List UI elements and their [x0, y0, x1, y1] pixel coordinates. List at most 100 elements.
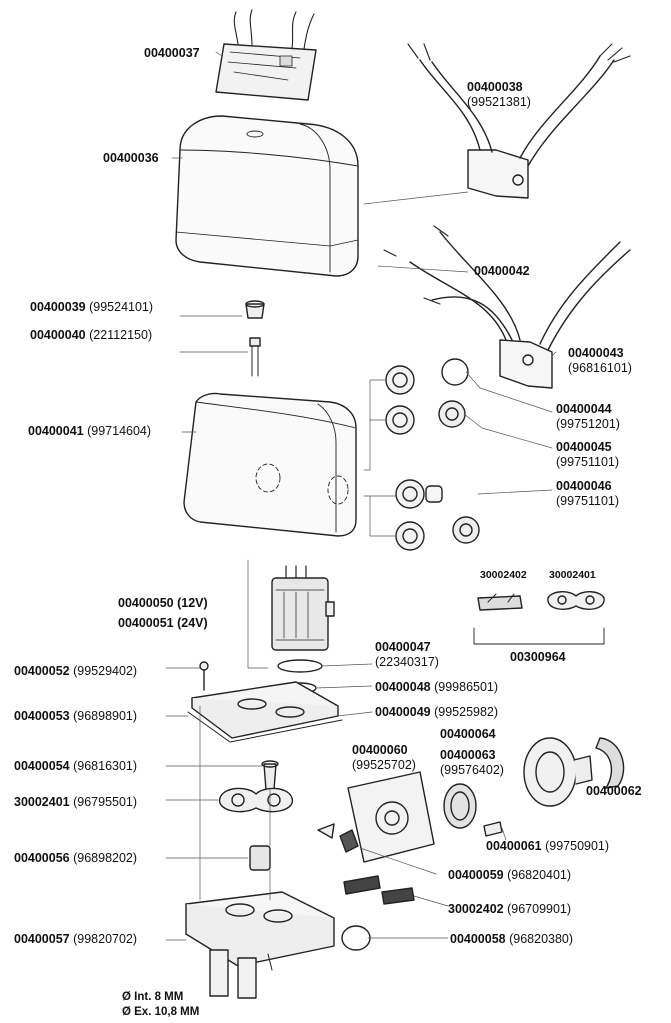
- part-code: 00300964: [510, 650, 566, 664]
- retaining-ring: [595, 737, 625, 789]
- part-code: 00400042: [474, 264, 530, 278]
- dimension-internal-text: Ø Int. 8 MM: [122, 991, 184, 1003]
- part-code: 00400062: [586, 784, 642, 798]
- label-00300964: 00300964: [510, 650, 566, 664]
- part-code: 00400039: [30, 300, 86, 314]
- part-code: 00400059: [448, 868, 504, 882]
- main-housing: [183, 392, 357, 537]
- label-00400043: 00400043 (96816101): [568, 346, 632, 376]
- label-00400045: 00400045 (99751101): [556, 440, 619, 470]
- part-code: 00400063: [440, 748, 496, 762]
- part-ref: (99820702): [73, 932, 138, 946]
- label-00400050: 00400050 (12V): [118, 596, 208, 610]
- part-code: 00400044: [556, 402, 612, 416]
- part-code: 30002401: [549, 569, 596, 581]
- part-ref: (96709901): [507, 902, 572, 916]
- part-ref: (96820380): [509, 932, 574, 946]
- leader-lines: [165, 51, 557, 941]
- top-cover: [175, 115, 359, 277]
- label-00400058: 00400058 (96820380): [450, 932, 573, 946]
- part-code: 00400046: [556, 479, 612, 493]
- label-00400048: 00400048 (99986501): [375, 680, 498, 694]
- clip-parts: [317, 823, 415, 905]
- part-code: 00400038: [467, 80, 523, 94]
- label-00400056: 00400056 (96898202): [14, 851, 137, 865]
- part-ref: (22340317): [375, 655, 439, 669]
- hub: [523, 737, 593, 807]
- manifold-plate: [187, 661, 343, 743]
- label-00400062: 00400062: [586, 784, 642, 798]
- circuit-board: [215, 9, 317, 101]
- part-code: 30002401: [14, 795, 70, 809]
- label-00400041: 00400041 (99714604): [28, 424, 151, 438]
- part-code: 00400060: [352, 743, 408, 757]
- part-code: 00400036: [103, 151, 159, 165]
- label-00400036: 00400036: [103, 151, 159, 165]
- part-code: 00400054: [14, 759, 70, 773]
- part-ref: (99525982): [434, 705, 499, 719]
- cable-00400038: [407, 43, 631, 199]
- label-00400047: 00400047 (22340317): [375, 640, 439, 670]
- label-00400064: 00400064: [440, 727, 496, 741]
- part-code: 00400050 (12V): [118, 596, 208, 610]
- part-ref: (22112150): [89, 328, 153, 342]
- part-code: 00400056: [14, 851, 70, 865]
- part-ref: (99751201): [556, 417, 620, 431]
- part-ref: (99750901): [545, 839, 610, 853]
- part-code: 00400049: [375, 705, 431, 719]
- dimension-internal: Ø Int. 8 MM: [122, 990, 183, 1004]
- cable-glands: [385, 358, 480, 551]
- part-code: 00400047: [375, 640, 431, 654]
- part-code: 00400057: [14, 932, 70, 946]
- label-00400061: 00400061 (99750901): [486, 839, 609, 853]
- dimension-external-text: Ø Ex. 10,8 MM: [122, 1006, 200, 1018]
- part-code: 00400037: [144, 46, 200, 60]
- part-ref: (99529402): [73, 664, 138, 678]
- part-ref: (99986501): [434, 680, 499, 694]
- label-00400049: 00400049 (99525982): [375, 705, 498, 719]
- valve-body: [185, 891, 335, 999]
- label-00400039: 00400039 (99524101): [30, 300, 153, 314]
- label-00400044: 00400044 (99751201): [556, 402, 620, 432]
- part-ref: (99525702): [352, 758, 416, 772]
- label-00400052: 00400052 (99529402): [14, 664, 137, 678]
- o-ring: [341, 925, 371, 951]
- label-00400038: 00400038 (99521381): [467, 80, 531, 110]
- plug-and-screw: [245, 300, 265, 377]
- label-00400063: 00400063 (99576402): [440, 748, 504, 778]
- label-00400037: 00400037: [144, 46, 200, 60]
- diaphragm: [219, 787, 293, 813]
- part-code: 30002402: [480, 569, 527, 581]
- label-30002401-kit: 30002401: [549, 568, 596, 582]
- part-code: 00400061: [486, 839, 542, 853]
- part-code: 00400043: [568, 346, 624, 360]
- part-ref: (99524101): [89, 300, 154, 314]
- label-30002402-kit: 30002402: [480, 568, 527, 582]
- part-ref: (96795501): [73, 795, 138, 809]
- label-00400042: 00400042: [474, 264, 530, 278]
- kit-00300964: [473, 591, 605, 645]
- part-ref: (99521381): [467, 95, 531, 109]
- part-code: 00400052: [14, 664, 70, 678]
- part-ref: (96816301): [73, 759, 138, 773]
- label-00400060: 00400060 (99525702): [352, 743, 416, 773]
- part-ref: (99751101): [556, 455, 620, 469]
- label-00400054: 00400054 (96816301): [14, 759, 137, 773]
- valve-seat: [249, 845, 271, 871]
- solenoid-coil: [271, 565, 335, 694]
- part-ref: (96816101): [568, 361, 632, 375]
- cable-00400042: [383, 225, 631, 389]
- part-ref: (96898202): [73, 851, 138, 865]
- label-30002401: 30002401 (96795501): [14, 795, 137, 809]
- label-00400046: 00400046 (99751101): [556, 479, 619, 509]
- part-code: 00400064: [440, 727, 496, 741]
- part-code: 00400040: [30, 328, 86, 342]
- part-ref: (99751101): [556, 494, 620, 508]
- part-code: 00400048: [375, 680, 431, 694]
- part-code: 00400041: [28, 424, 84, 438]
- part-code: 00400053: [14, 709, 70, 723]
- dimension-external: Ø Ex. 10,8 MM: [122, 1005, 199, 1019]
- part-code: 00400051 (24V): [118, 616, 208, 630]
- part-code: 00400045: [556, 440, 612, 454]
